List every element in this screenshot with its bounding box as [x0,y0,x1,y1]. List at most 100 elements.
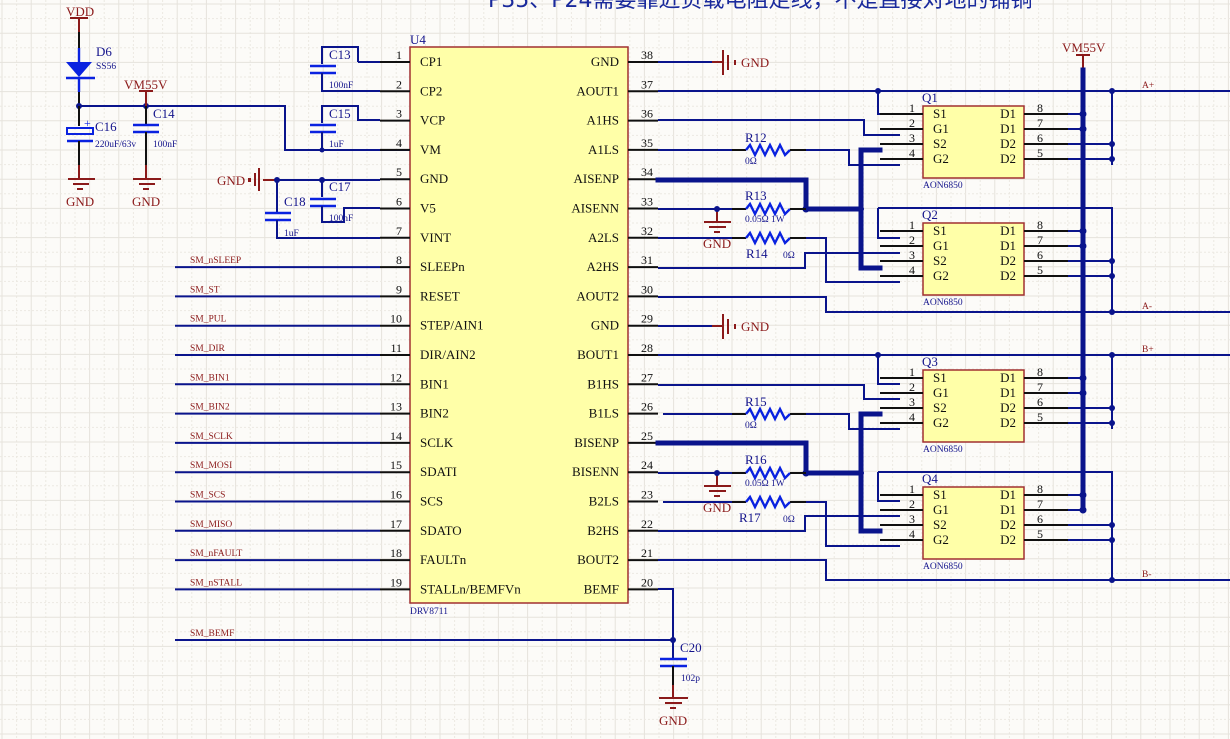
pin-number: 29 [641,312,653,326]
drv8711-chip[interactable] [409,46,629,604]
net-label[interactable]: SM_BIN1 [190,373,230,383]
diode-d6[interactable]: D6 SS56 [66,44,116,92]
net-label-a-minus[interactable]: A- [1142,302,1152,312]
svg-text:6: 6 [1037,131,1043,145]
pin-number: 18 [390,546,402,560]
svg-text:6: 6 [1037,395,1043,409]
capacitor-c18[interactable]: C18 1uF [265,180,380,239]
capacitor-c16[interactable]: + C16 220uF/63v [66,106,136,165]
net-label[interactable]: SM_SCS [190,491,225,501]
capacitor-c17[interactable]: C17 100nF [310,179,380,224]
net-label-sm-bemf[interactable]: SM_BEMF [190,629,234,639]
net-label[interactable]: SM_nFAULT [190,549,242,559]
vdd-power-port[interactable]: VDD [66,4,94,32]
svg-text:D2: D2 [1000,136,1016,151]
svg-text:1: 1 [909,482,915,496]
capacitor-c15[interactable]: C15 1uF [310,105,380,153]
mosfet-part: AON6850 [923,298,963,308]
net-label-b-plus[interactable]: B+ [1142,345,1154,355]
net-label[interactable]: SM_SCLK [190,432,233,442]
gnd-port-pin29[interactable]: GND [658,314,769,339]
svg-text:4: 4 [909,410,915,424]
capacitor-c14[interactable]: C14 100nF [133,106,177,165]
vm55v-power-port-right[interactable]: VM55V [1062,40,1106,68]
pin-number: 10 [390,312,402,326]
net-label-b-minus[interactable]: B- [1142,570,1152,580]
net-label-a-plus[interactable]: A+ [1142,81,1154,91]
svg-text:G2: G2 [933,532,949,547]
vm55v-power-port-left[interactable]: VM55V [124,77,168,106]
net-label[interactable]: SM_PUL [190,315,227,325]
pin-number: 22 [641,517,653,531]
net-label[interactable]: SM_nSLEEP [190,256,241,266]
pin-number: 16 [390,488,402,502]
svg-text:D1: D1 [1000,502,1016,517]
net-label[interactable]: SM_MISO [190,520,232,530]
net-label[interactable]: SM_MOSI [190,461,232,471]
svg-text:6: 6 [1037,512,1043,526]
capacitor-c13[interactable]: C13 100nF [310,46,380,92]
svg-text:5: 5 [1037,146,1043,160]
gnd-port-left[interactable]: GND [217,168,277,191]
vdd-label: VDD [66,4,94,19]
net-label[interactable]: SM_BIN2 [190,403,230,413]
pin-name: VM [420,142,441,157]
capacitor-c20[interactable]: C20 102p [660,640,702,685]
net-label[interactable]: SM_nSTALL [190,578,242,588]
pin-name: GND [591,54,619,69]
net-label[interactable]: SM_DIR [190,344,226,354]
resistor-value: 0Ω [745,157,757,167]
net-label[interactable]: SM_ST [190,285,220,295]
gnd-port-pin38[interactable]: GND [658,50,769,75]
